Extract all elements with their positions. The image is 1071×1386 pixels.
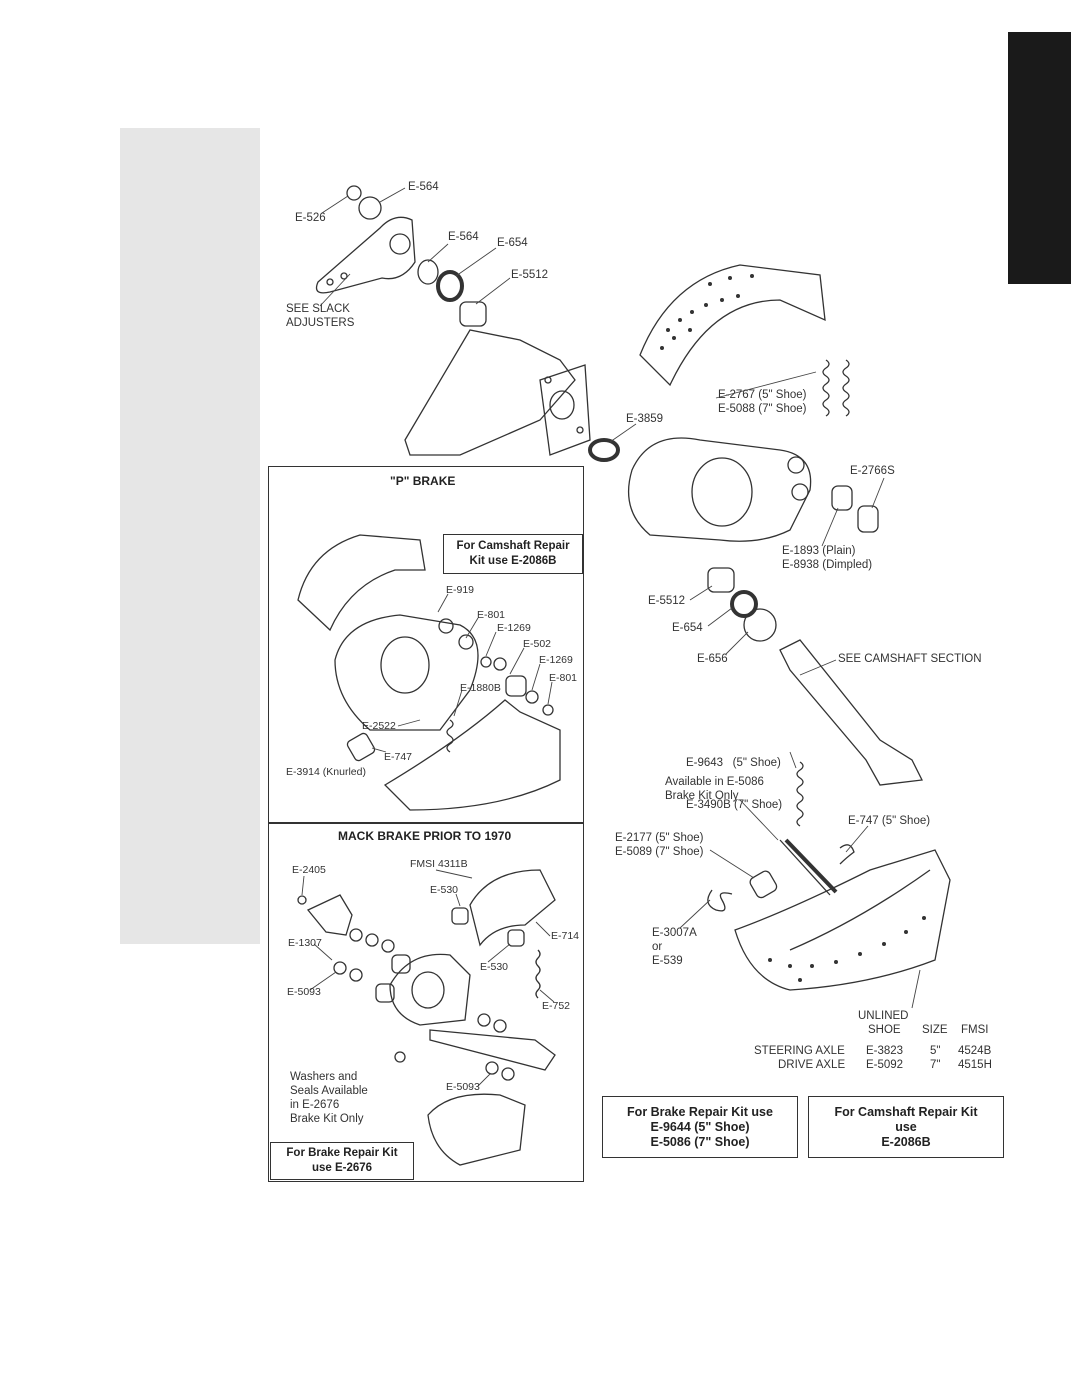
brake-spider xyxy=(628,437,812,542)
label-e714: E-714 xyxy=(551,930,580,942)
e3914-roller xyxy=(346,732,376,762)
camshaft xyxy=(779,639,923,786)
mack-shoe-bottom xyxy=(427,1093,526,1166)
e5512-bushing xyxy=(459,301,487,327)
label-e1269-2: E-1269 xyxy=(539,654,573,666)
return-spring-2 xyxy=(842,359,850,417)
e526-ring xyxy=(346,185,362,201)
label-e1893: E-1893 (Plain) E-8938 (Dimpled) xyxy=(782,545,873,571)
shoe-table-header-size: SIZE xyxy=(922,1024,948,1036)
label-e3914: E-3914 (Knurled) xyxy=(286,766,366,778)
shoe-table-row-shoe: E-3823 xyxy=(866,1045,904,1057)
label-e5512-top: E-5512 xyxy=(511,269,549,281)
shoe-table-row-shoe: E-5092 xyxy=(866,1059,904,1071)
label-e502: E-502 xyxy=(523,638,552,650)
camshaft-bracket xyxy=(404,329,576,456)
label-e2522: E-2522 xyxy=(362,720,396,732)
mack-spider xyxy=(389,953,471,1026)
mack-shoe xyxy=(469,869,556,947)
p-brake-title: "P" BRAKE xyxy=(390,474,456,488)
mack-camshaft xyxy=(429,1029,556,1071)
shoe-table-header-shoe: SHOE xyxy=(868,1024,901,1036)
e3007a-clip xyxy=(707,889,733,912)
label-e656: E-656 xyxy=(697,653,728,665)
label-e747: E-747 xyxy=(384,751,413,763)
p-brake-panel xyxy=(268,466,584,824)
shoe-table-row-fmsi: 4524B xyxy=(958,1045,992,1057)
label-e564-mid: E-564 xyxy=(448,231,479,243)
spring-e9643 xyxy=(796,761,804,827)
shoe-table-row-size: 5" xyxy=(930,1045,941,1057)
e2766s-bushing xyxy=(857,505,879,533)
label-fmsi-4311b: FMSI 4311B xyxy=(410,858,468,870)
p-brake-camshaft-kit-box: For Camshaft Repair Kit use E-2086B xyxy=(443,534,583,574)
label-e919: E-919 xyxy=(446,584,475,596)
main-camshaft-kit-box: For Camshaft Repair Kit use E-2086B xyxy=(808,1096,1004,1158)
label-available-e5086: Available in E-5086 Brake Kit Only xyxy=(665,776,764,802)
mack-washers-note: Washers and Seals Available in E-2676 Br… xyxy=(290,1071,368,1125)
e3859-seal xyxy=(588,438,620,462)
shoe-table-row-axle: DRIVE AXLE xyxy=(778,1059,846,1071)
e656-ring xyxy=(743,608,777,642)
sidebar-panel xyxy=(120,128,260,944)
shoe-table-header-fmsi: FMSI xyxy=(961,1024,989,1036)
label-e530: E-530 xyxy=(430,884,459,896)
label-e530-2: E-530 xyxy=(480,961,509,973)
label-e801: E-801 xyxy=(477,609,506,621)
shoe-table-header-unlined: UNLINED xyxy=(858,1010,909,1022)
brake-shoe-bottom xyxy=(734,849,951,991)
label-e801-2: E-801 xyxy=(549,672,578,684)
label-e1269: E-1269 xyxy=(497,622,531,634)
label-e9643: E-9643 (5" Shoe) E-3490B (7" Shoe) xyxy=(686,757,783,811)
main-brake-kit-box: For Brake Repair Kit use E-9644 (5" Shoe… xyxy=(602,1096,798,1158)
mack-brake-kit-box: For Brake Repair Kit use E-2676 xyxy=(270,1142,414,1180)
slack-adjuster-arm xyxy=(315,216,416,294)
label-e2177: E-2177 (5" Shoe) E-5089 (7" Shoe) xyxy=(615,832,704,858)
p-brake-shoe xyxy=(297,534,426,632)
e1893-bushing xyxy=(831,485,853,511)
brake-shoe-top xyxy=(639,264,826,387)
section-edge-tab xyxy=(1008,32,1071,284)
label-e2405: E-2405 xyxy=(292,864,326,876)
label-e3007a: E-3007A or E-539 xyxy=(652,927,697,967)
label-e654-top: E-654 xyxy=(497,237,528,249)
e5512-bushing-2 xyxy=(707,567,735,593)
label-e2767: E-2767 (5" Shoe) E-5088 (7" Shoe) xyxy=(718,389,807,415)
label-e526: E-526 xyxy=(295,212,326,224)
mack-brake-panel xyxy=(268,822,584,1182)
p-brake-spider xyxy=(334,614,479,731)
return-spring-1 xyxy=(822,359,830,417)
label-e5093: E-5093 xyxy=(287,986,321,998)
shoe-table-row-size: 7" xyxy=(930,1059,941,1071)
shoe-table-row-fmsi: 4515H xyxy=(958,1059,992,1071)
label-e5093-2: E-5093 xyxy=(446,1081,480,1093)
e564-washer xyxy=(358,196,382,220)
e747-clip xyxy=(839,844,855,865)
anchor-pin xyxy=(784,838,838,894)
label-e2766s: E-2766S xyxy=(850,465,895,477)
label-e747-shoe: E-747 (5" Shoe) xyxy=(848,815,931,827)
label-e5512-lower: E-5512 xyxy=(648,595,686,607)
label-see-camshaft-section: SEE CAMSHAFT SECTION xyxy=(838,653,982,665)
e654-seal-2 xyxy=(730,590,758,618)
label-e752: E-752 xyxy=(542,1000,571,1012)
e654-seal xyxy=(436,270,464,302)
e2177-roller xyxy=(749,870,778,899)
mack-slack-adjuster xyxy=(306,894,353,936)
label-e564-top: E-564 xyxy=(408,181,439,193)
label-e1880b: E-1880B xyxy=(460,682,501,694)
mack-brake-title: MACK BRAKE PRIOR TO 1970 xyxy=(338,829,512,843)
e564-washer-2 xyxy=(417,259,439,285)
p-brake-shoe-bottom xyxy=(383,699,561,811)
label-see-slack-adjusters: SEE SLACK ADJUSTERS xyxy=(286,303,355,329)
label-e654-lower: E-654 xyxy=(672,622,703,634)
shoe-table-row-axle: STEERING AXLE xyxy=(754,1045,845,1057)
label-e1307: E-1307 xyxy=(288,937,322,949)
mack-washers xyxy=(333,928,515,1081)
label-e3859: E-3859 xyxy=(626,413,664,425)
